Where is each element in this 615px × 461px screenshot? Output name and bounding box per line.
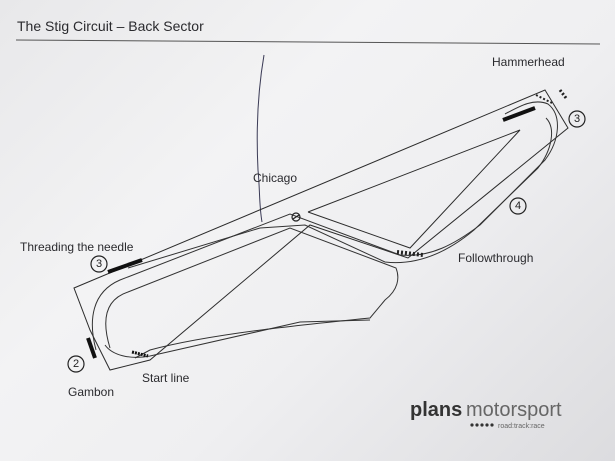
brand-tagline: road:track:race bbox=[498, 423, 545, 430]
gear-marker-hammerhead: 3 bbox=[568, 110, 586, 128]
pen-mark bbox=[256, 54, 265, 223]
track-racing-line bbox=[127, 117, 553, 269]
kerb-followthrough bbox=[396, 250, 424, 257]
label-gambon: Gambon bbox=[68, 385, 114, 399]
label-chicago: Chicago bbox=[253, 171, 297, 185]
infield-triangle bbox=[307, 129, 521, 249]
header-rule bbox=[15, 39, 601, 45]
track-inner-edge bbox=[105, 227, 399, 359]
brand-dots-icon bbox=[470, 423, 494, 427]
svg-text:2: 2 bbox=[73, 358, 79, 370]
svg-text:3: 3 bbox=[574, 113, 580, 125]
kerb-threading bbox=[107, 258, 143, 274]
svg-text:4: 4 bbox=[515, 200, 521, 212]
kerb-gambon bbox=[86, 337, 97, 359]
kerb-hammerhead bbox=[502, 106, 536, 122]
chicago-cone-stripe bbox=[292, 214, 300, 220]
circuit-boundary bbox=[73, 89, 569, 371]
track-outer-edge bbox=[91, 101, 558, 351]
svg-text:3: 3 bbox=[96, 258, 102, 270]
hazard-hammerhead bbox=[558, 89, 568, 99]
gear-marker-gambon: 2 bbox=[67, 355, 85, 373]
chicago-cone-icon bbox=[291, 212, 301, 222]
track-lower-loop bbox=[104, 319, 371, 358]
start-line-marker bbox=[131, 350, 149, 358]
label-hammerhead: Hammerhead bbox=[492, 55, 565, 69]
label-start-line: Start line bbox=[142, 371, 190, 385]
brand-logo: plans motorsport road:track:race bbox=[410, 399, 562, 430]
label-threading-the-needle: Threading the needle bbox=[20, 240, 134, 254]
gear-marker-followthrough: 4 bbox=[509, 197, 527, 215]
page-title: The Stig Circuit – Back Sector bbox=[17, 18, 204, 34]
brand-name-secondary: motorsport bbox=[466, 399, 562, 421]
gear-marker-threading: 3 bbox=[90, 255, 108, 273]
tyre-wall-hammerhead bbox=[535, 94, 553, 104]
brand-name-primary: plans bbox=[410, 399, 462, 421]
label-followthrough: Followthrough bbox=[458, 251, 533, 265]
